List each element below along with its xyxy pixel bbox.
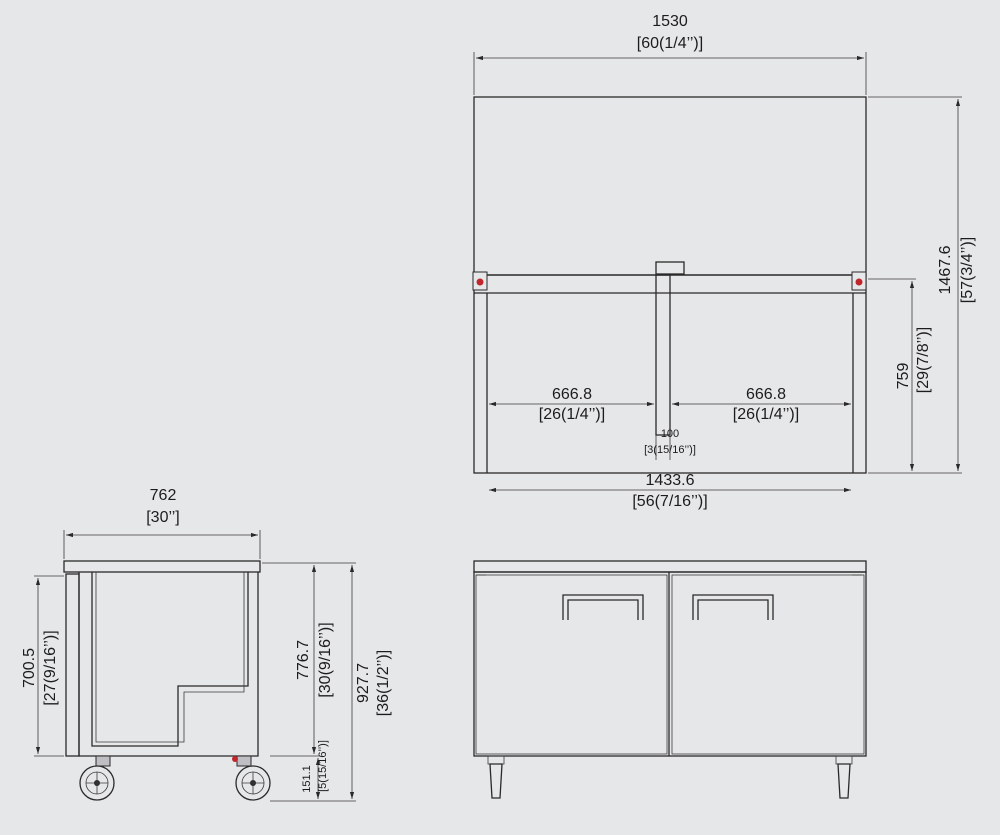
- side-depth-dimension-inch: [30’’]: [146, 509, 180, 526]
- right-door: [671, 574, 865, 755]
- leg-icon: [487, 755, 505, 799]
- top-lid-panel: [473, 96, 867, 276]
- caster-height-inch: [5(15/16’’)]: [317, 740, 329, 792]
- left-opening-mm: 666.8: [552, 386, 592, 403]
- left-opening-inch: [26(1/4’’)]: [539, 406, 605, 423]
- mullion-mm: 100: [661, 428, 679, 440]
- front-worktop: [473, 560, 867, 573]
- door-handle-icon: [692, 594, 774, 620]
- hinge-icon: [851, 271, 867, 291]
- mullion-inch: [3(15/16’’)]: [644, 444, 696, 456]
- caster-wheel-icon: [232, 755, 271, 801]
- total-height-inch: [36(1/2’’)]: [375, 650, 392, 716]
- side-depth-dimension-mm: 762: [150, 487, 177, 504]
- center-latch: [655, 261, 685, 275]
- center-mullion: [655, 274, 671, 436]
- left-door: [475, 574, 668, 755]
- cabinet-height-inch: [27(9/16’’)]: [42, 630, 59, 705]
- front-view: [473, 560, 867, 799]
- door-handle-icon: [562, 594, 644, 620]
- caster-wheel-icon: [79, 755, 115, 801]
- total-height-mm: 927.7: [355, 663, 372, 703]
- inner-width-mm: 1433.6: [646, 472, 695, 489]
- overall-depth-inch: [57(3/4’’)]: [959, 237, 976, 303]
- cabinet-height-mm: 700.5: [21, 648, 38, 688]
- hinge-icon: [472, 271, 488, 291]
- inner-width-inch: [56(7/16’’)]: [632, 493, 707, 510]
- work-height-mm: 776.7: [295, 640, 312, 680]
- caster-height-mm: 151.1: [301, 765, 313, 793]
- overall-width-mm: 1530: [652, 13, 688, 30]
- leg-icon: [835, 755, 853, 799]
- side-depth-mm: 759: [895, 363, 912, 390]
- side-worktop: [63, 560, 261, 573]
- overall-width-inch: [60(1/4’’)]: [637, 35, 703, 52]
- overall-depth-mm: 1467.6: [937, 245, 954, 294]
- side-view: 762 [30’’] 700.5 [27(9/16’’)] 776.7 [30(…: [21, 487, 392, 802]
- side-inner-profile: [91, 572, 249, 747]
- work-height-inch: [30(9/16’’)]: [317, 622, 334, 697]
- side-depth-inch: [29(7/8’’)]: [915, 327, 932, 393]
- right-opening-mm: 666.8: [746, 386, 786, 403]
- side-door-panel: [65, 573, 80, 757]
- top-view: 1530 [60(1/4’’)] 1467.6 [57(3/4’’)] 759 …: [472, 13, 976, 510]
- front-cabinet: [473, 571, 867, 757]
- right-opening-inch: [26(1/4’’)]: [733, 406, 799, 423]
